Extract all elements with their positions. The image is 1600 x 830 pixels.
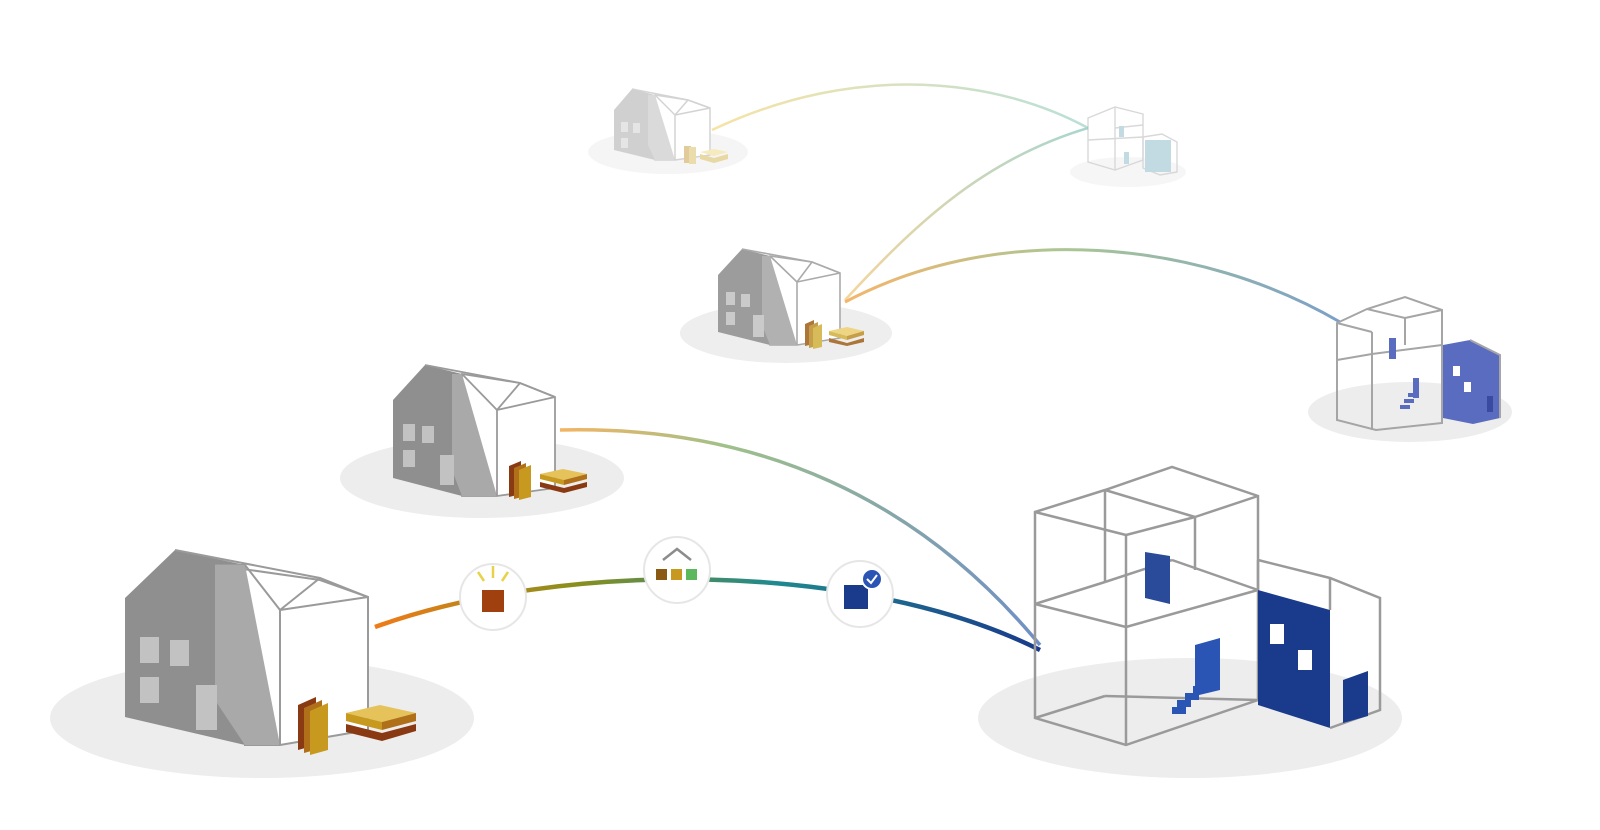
new-material-icon bbox=[476, 566, 510, 612]
door bbox=[1343, 671, 1368, 723]
upper-connector-curve bbox=[844, 248, 1341, 324]
material-panels-icon bbox=[509, 461, 531, 500]
window bbox=[621, 122, 628, 132]
material-layers-icon bbox=[700, 149, 728, 163]
window bbox=[741, 294, 750, 307]
door bbox=[1145, 552, 1170, 604]
material-layers-icon bbox=[829, 327, 864, 346]
ground-shadow bbox=[1070, 157, 1186, 187]
module-wall-panel bbox=[1443, 340, 1500, 424]
module-frame-large bbox=[978, 465, 1402, 778]
stairs-icon bbox=[1400, 378, 1419, 409]
door bbox=[440, 455, 454, 485]
top-connector-curve bbox=[711, 83, 1089, 132]
door bbox=[196, 685, 217, 730]
window bbox=[1270, 624, 1284, 644]
window bbox=[140, 637, 159, 663]
window bbox=[403, 450, 415, 467]
ground-shadow bbox=[978, 658, 1402, 778]
material-layers-icon bbox=[346, 705, 416, 741]
middle-connector-curve bbox=[559, 428, 1042, 647]
stairs-icon bbox=[1172, 678, 1213, 714]
material-panels-icon bbox=[805, 320, 822, 349]
window bbox=[170, 640, 189, 666]
house-small bbox=[680, 248, 892, 363]
material-panels-icon bbox=[298, 697, 328, 755]
window bbox=[1298, 650, 1312, 670]
window bbox=[633, 123, 640, 133]
module-frame-faded-top bbox=[1070, 106, 1186, 187]
door bbox=[753, 315, 764, 337]
window bbox=[403, 424, 415, 441]
house-large-front bbox=[50, 549, 474, 778]
module-wall-panel bbox=[1145, 140, 1171, 172]
material-layers-icon bbox=[540, 469, 587, 493]
module-wall-panel bbox=[1258, 590, 1330, 728]
window bbox=[621, 138, 628, 148]
stage-badge-house-components bbox=[643, 536, 711, 604]
house-components-icon bbox=[656, 547, 697, 580]
module-frame-medium bbox=[1308, 295, 1512, 442]
verified-module-icon bbox=[844, 568, 883, 609]
window bbox=[422, 426, 434, 443]
house-medium bbox=[340, 364, 624, 518]
window bbox=[726, 292, 735, 305]
window bbox=[726, 312, 735, 325]
upper-diagonal-connector-curve bbox=[844, 126, 1089, 301]
house-faded-top bbox=[588, 88, 748, 174]
stage-badge-new-material bbox=[459, 563, 527, 631]
window bbox=[140, 677, 159, 703]
stage-badge-verified-module bbox=[826, 560, 894, 628]
material-panels-icon bbox=[684, 146, 696, 164]
